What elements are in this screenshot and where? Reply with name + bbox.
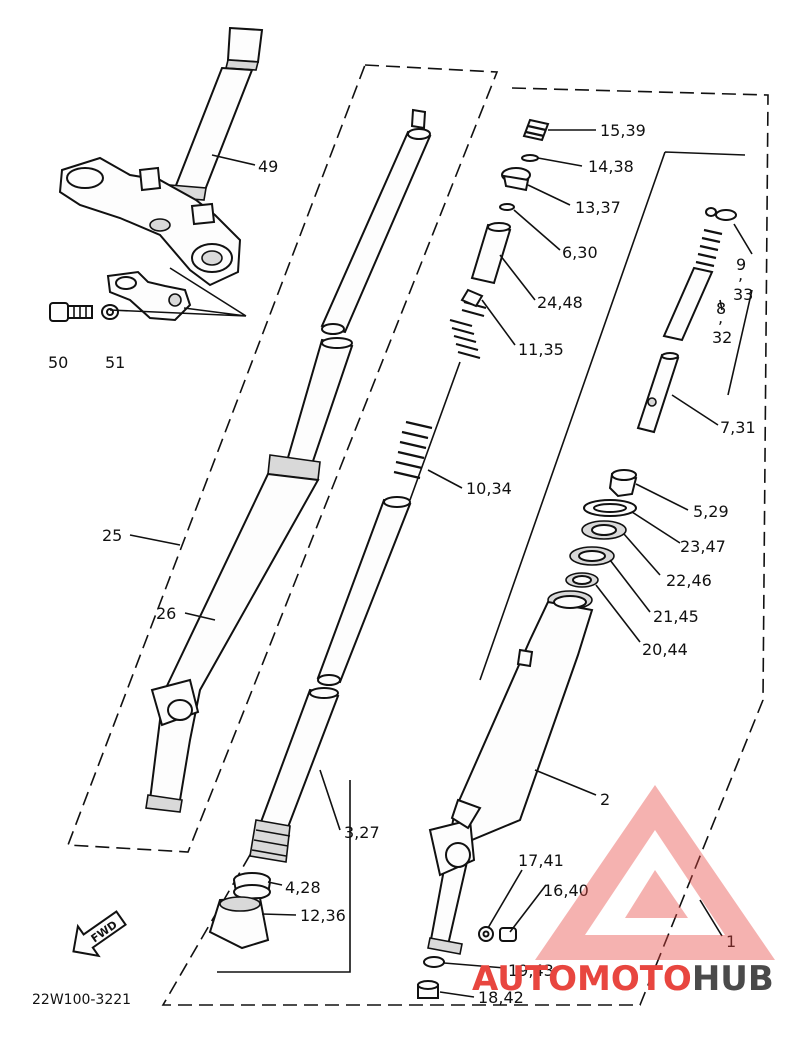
label-10-34: 10,34 [466, 479, 512, 498]
cap-bolt-15 [522, 118, 550, 142]
label-11-35: 11,35 [518, 340, 564, 359]
label-14-38: 14,38 [588, 157, 634, 176]
label-32: 32 [712, 328, 732, 347]
label-8: 8 [716, 299, 726, 318]
label-33: 33 [733, 285, 753, 304]
label-19-43: 19,43 [508, 961, 554, 980]
washer-19 [423, 956, 445, 968]
group-outline-2 [161, 87, 769, 1006]
label-7-31: 7,31 [720, 418, 756, 437]
inner-tube-upper [320, 108, 432, 335]
ring-9 [705, 207, 737, 221]
group-outline-25 [66, 64, 499, 853]
label-50: 50 [48, 353, 68, 372]
rebound-spring-8 [662, 228, 723, 342]
fork-spring-11 [449, 288, 487, 360]
watermark-moto: MOTO [577, 959, 692, 999]
label-20-44: 20,44 [642, 640, 688, 659]
label-6-30: 6,30 [562, 243, 598, 262]
oil-lock-piece-5 [608, 469, 638, 498]
spacer-24 [470, 222, 512, 285]
label-51: 51 [105, 353, 125, 372]
label-16-40: 16,40 [543, 881, 589, 900]
outer-tube-26 [145, 337, 354, 813]
drawing-code: 22W100-3221 [32, 992, 131, 1008]
washer-51 [101, 304, 119, 320]
label-22-46: 22,46 [666, 571, 712, 590]
watermark-text: AUTOMOTOHUB [472, 959, 774, 999]
label-24-48: 24,48 [537, 293, 583, 312]
outer-tube-2 [427, 590, 594, 955]
inner-fork-tube-3 [249, 687, 340, 863]
label-15-39: 15,39 [600, 121, 646, 140]
o-ring-6 [499, 203, 515, 211]
circlip-23 [583, 499, 637, 517]
label-3-27: 3,27 [344, 823, 380, 842]
bolt-16 [499, 927, 517, 942]
label-4-28: 4,28 [285, 878, 321, 897]
label-1: 1 [726, 932, 736, 951]
label-12-36: 12,36 [300, 906, 346, 925]
watermark-triangle-icon [535, 785, 775, 960]
group-outline-inner [479, 151, 746, 681]
leader-lines [109, 129, 753, 998]
drain-bolt-18 [417, 980, 439, 999]
fwd-arrow-icon: FWD [72, 910, 127, 958]
oil-seal-22 [581, 520, 627, 540]
dust-seal-12 [208, 896, 270, 950]
label-21-45: 21,45 [653, 607, 699, 626]
label-49: 49 [258, 157, 278, 176]
washer-17 [478, 926, 494, 942]
label-5-29: 5,29 [693, 502, 729, 521]
o-ring-14 [521, 154, 539, 162]
damper-rod-7 [636, 352, 680, 434]
cable-guide-bracket [106, 270, 192, 322]
watermark-logo [535, 785, 775, 960]
label-2: 2 [600, 790, 610, 809]
washer-21 [569, 546, 615, 566]
inner-tube-lower [316, 496, 412, 686]
fork-spring-10 [393, 361, 461, 501]
label-17-41: 17,41 [518, 851, 564, 870]
part-labels: 49 50 51 25 26 15,39 14,38 13,37 6,30 24… [48, 121, 756, 1007]
group-outline-bottom [217, 780, 351, 973]
label-18-42: 18,42 [478, 988, 524, 1007]
watermark-auto: AUTO [472, 959, 577, 999]
label-13-37: 13,37 [575, 198, 621, 217]
watermark-hub: HUB [692, 959, 774, 999]
label-23-47: 23,47 [680, 537, 726, 556]
label-26: 26 [156, 604, 176, 623]
bolt-50 [49, 302, 93, 322]
label-comma-a: , [738, 265, 743, 284]
bushing-4 [233, 872, 271, 900]
steering-stem-assembly [58, 26, 264, 287]
bushing-20 [565, 572, 599, 588]
label-25: 25 [102, 526, 122, 545]
label-comma-b: , [718, 308, 723, 327]
cap-13 [501, 167, 531, 192]
label-9: 9 [736, 255, 746, 274]
